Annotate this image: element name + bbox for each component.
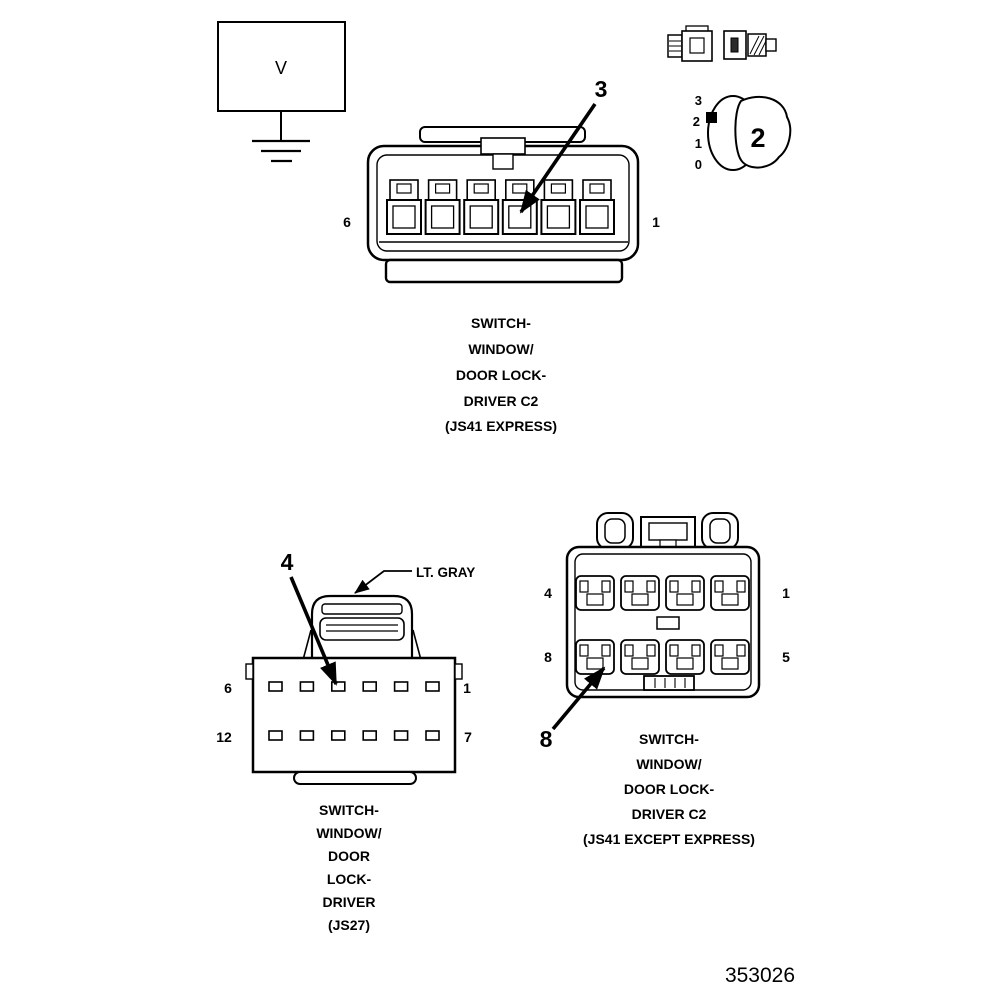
caption-line: DOOR LOCK- [456, 367, 547, 383]
caption-line: WINDOW/ [636, 756, 701, 772]
caption-line: DRIVER [323, 894, 376, 910]
caption-line: DOOR [328, 848, 370, 864]
gauge-callout: 2 [750, 123, 765, 153]
callout-4: 4 [281, 549, 294, 575]
caption-line: (JS41 EXCEPT EXPRESS) [583, 831, 755, 847]
caption-line: DRIVER C2 [464, 393, 539, 409]
gauge-scale-0: 0 [695, 157, 702, 172]
ground-symbol-icon [252, 139, 310, 163]
caption-line: WINDOW/ [316, 825, 381, 841]
color-label: LT. GRAY [416, 565, 475, 580]
caption-c2-express: SWITCH- WINDOW/ DOOR LOCK- DRIVER C2 (JS… [445, 315, 557, 434]
voltmeter-label: V [275, 58, 287, 78]
pin-label-1: 1 [782, 585, 790, 601]
callout-3: 3 [595, 76, 608, 102]
pin-label-1: 1 [652, 214, 660, 230]
caption-line: (JS41 EXPRESS) [445, 418, 557, 434]
pin-label-1: 1 [463, 680, 471, 696]
caption-line: WINDOW/ [468, 341, 533, 357]
color-label-arrow [354, 570, 412, 594]
caption-line: LOCK- [327, 871, 372, 887]
figure-number: 353026 [725, 964, 795, 987]
pin-label-5: 5 [782, 649, 790, 665]
connector-js27: 6 1 12 7 4 LT. GRAY [216, 549, 475, 785]
pin-label-7: 7 [464, 729, 472, 745]
caption-line: (JS27) [328, 917, 370, 933]
callout-8-arrow [551, 666, 606, 731]
pin-label-6: 6 [224, 680, 232, 696]
caption-line: DOOR LOCK- [624, 781, 715, 797]
caption-line: SWITCH- [639, 731, 699, 747]
connector-c2-except-express: 4 1 8 5 8 [540, 512, 790, 752]
pin-label-6: 6 [343, 214, 351, 230]
callout-8: 8 [540, 726, 553, 752]
terminal-tool-illustration [667, 25, 777, 62]
caption-line: SWITCH- [319, 802, 379, 818]
gauge-scale-1: 1 [695, 136, 702, 151]
gauge-scale-2: 2 [693, 114, 700, 129]
caption-line: DRIVER C2 [632, 806, 707, 822]
terminal-gauge-illustration: 3 2 1 0 2 [693, 93, 792, 172]
gauge-scale-3: 3 [695, 93, 702, 108]
callout-3-arrow [519, 102, 597, 214]
pin-label-8: 8 [544, 649, 552, 665]
connector-c2-express: 6 1 3 [343, 76, 660, 284]
caption-line: SWITCH- [471, 315, 531, 331]
pin-label-12: 12 [216, 729, 232, 745]
callout-4-arrow [289, 576, 338, 686]
caption-c2-except-express: SWITCH- WINDOW/ DOOR LOCK- DRIVER C2 (JS… [583, 731, 755, 847]
gauge-marker [706, 112, 717, 123]
voltmeter-symbol: V [217, 21, 346, 163]
caption-js27: SWITCH- WINDOW/ DOOR LOCK- DRIVER (JS27) [316, 802, 381, 933]
pin-label-4: 4 [544, 585, 552, 601]
